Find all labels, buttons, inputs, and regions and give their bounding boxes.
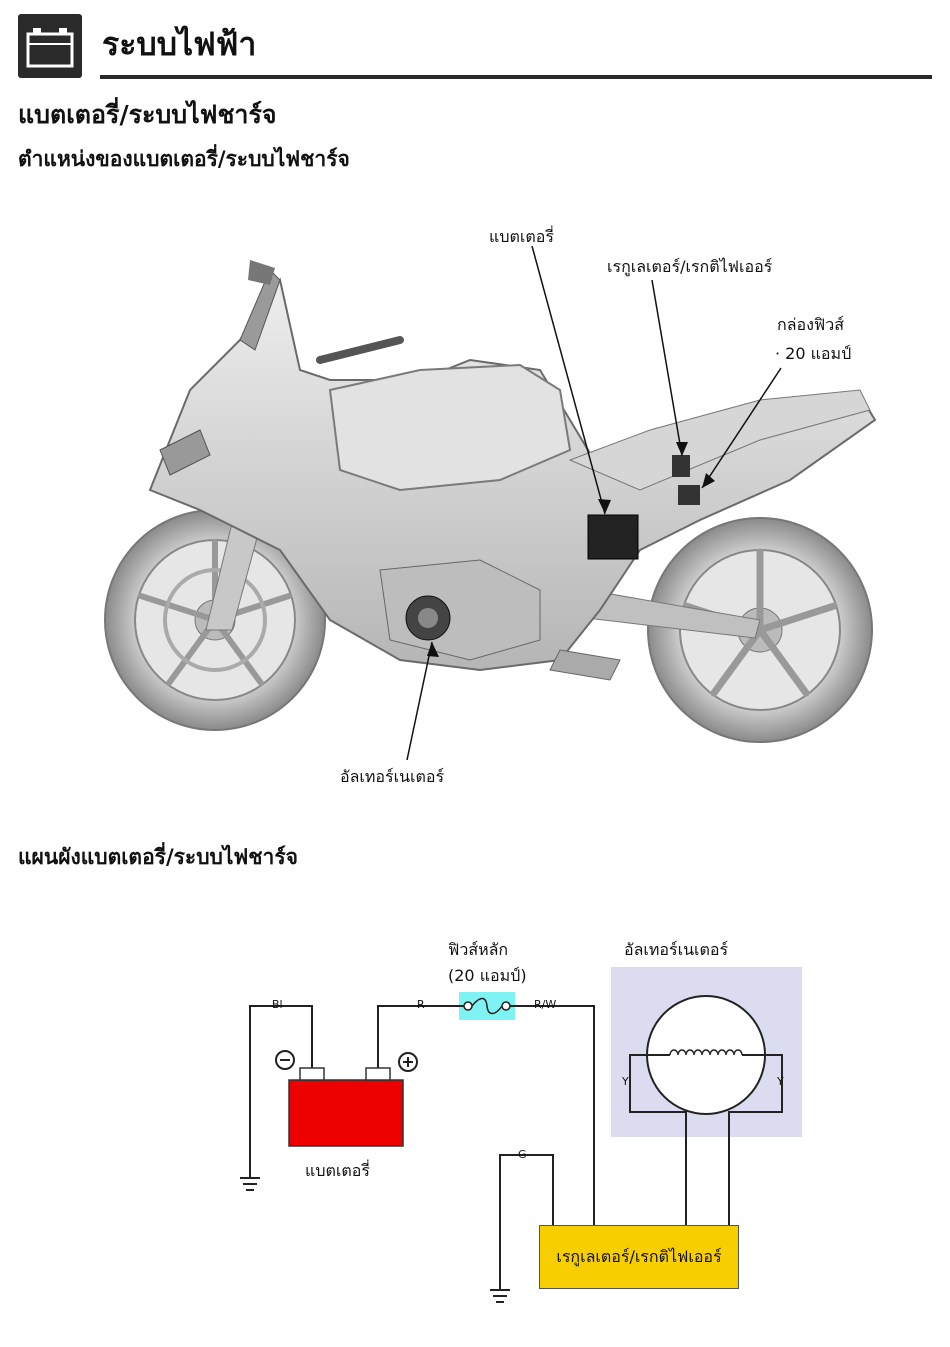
fuse-symbol [463,997,511,1015]
minus-icon [275,1050,295,1070]
callout-lines [406,245,782,761]
battery-icon [18,14,82,78]
wire-code-g: G [518,1148,527,1161]
battery-label: แบตเตอรี่ [305,1161,370,1180]
header-rule [100,75,932,79]
wire-code-rw: R/W [534,998,557,1011]
main-fuse-rating: (20 แอมป์) [448,966,527,985]
wire-code-y-left: Y [622,1075,629,1088]
page-title: ระบบไฟฟ้า [102,25,257,63]
callout-alternator: อัลเทอร์เนเตอร์ [340,767,445,786]
callout-battery: แบตเตอรี่ [489,227,554,246]
wire-code-r: R [417,998,425,1011]
regulator-rectifier-label: เรกูเลเตอร์/เรกติไฟเออร์ [556,1246,722,1266]
alternator-symbol [646,995,766,1115]
motorcycle-illustration [104,245,877,761]
diagram-subtitle: แผนผังแบตเตอรี่/ระบบไฟชาร์จ [18,845,298,869]
plus-icon [398,1052,418,1072]
wire-code-bl: Bl [272,998,283,1011]
ground-symbol-battery [240,1177,260,1191]
main-fuse-label: ฟิวส์หลัก [448,940,509,959]
wire-code-y-right: Y [777,1075,784,1088]
callout-fuse-rating: · 20 แอมป์ [775,344,852,363]
section-title: แบตเตอรี่/ระบบไฟชาร์จ [18,100,277,129]
regulator-rectifier-box: เรกูเลเตอร์/เรกติไฟเออร์ [539,1225,739,1289]
location-subtitle: ตำแหน่งของแบตเตอรี่/ระบบไฟชาร์จ [18,147,350,171]
alternator-label: อัลเทอร์เนเตอร์ [624,940,729,959]
battery-symbol [288,1067,404,1147]
callout-regulator-rectifier: เรกูเลเตอร์/เรกติไฟเออร์ [607,257,773,276]
ground-symbol-regulator [490,1289,510,1303]
callout-fuse-box: กล่องฟิวส์ [777,315,844,334]
